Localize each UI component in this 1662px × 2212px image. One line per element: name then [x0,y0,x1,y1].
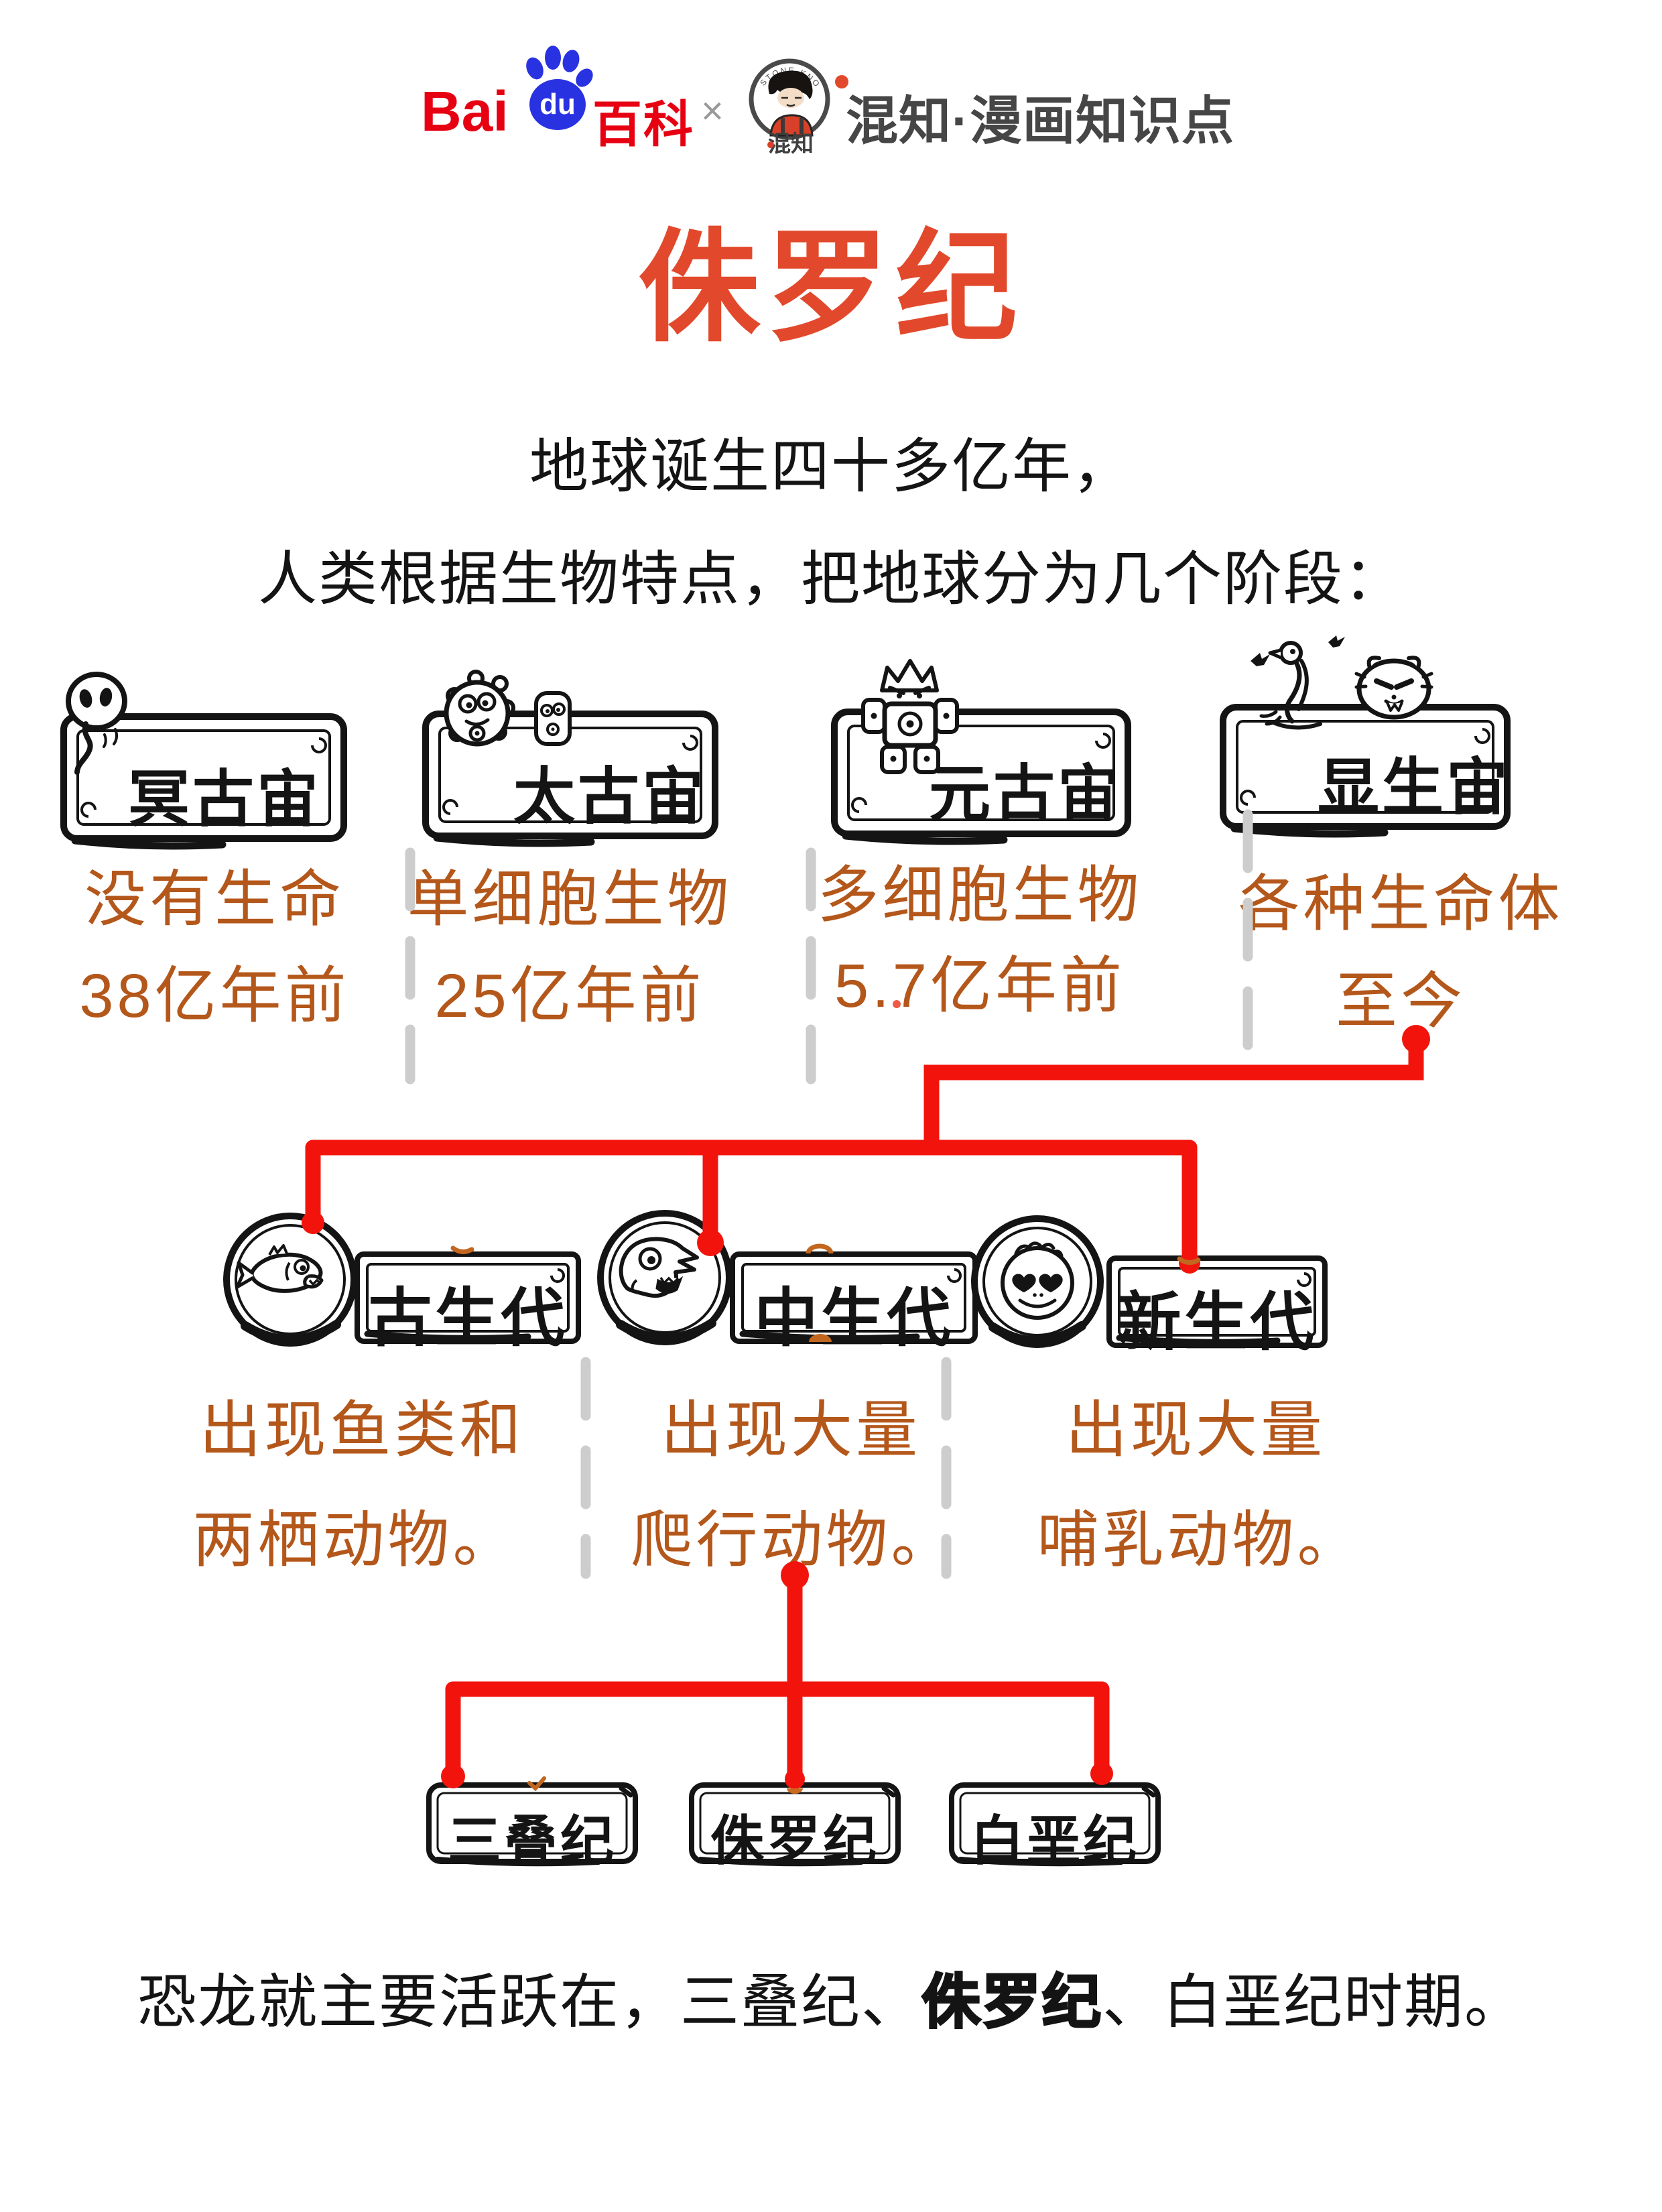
ghost-icon [66,672,127,775]
eon-plaque-hadean [60,713,347,850]
monkey-icon [1001,1241,1074,1320]
era-badge-mesozoic [597,1210,732,1345]
era-plaque-cenozoic [1106,1255,1328,1348]
footer-text-pre: 恐龙就主要活跃在，三叠纪、 [137,1969,921,2035]
column-dashes [405,809,1253,1579]
brand-title-text: 混知·漫画知识点 [846,91,1234,150]
hunzhi-wordmark: 混知 [768,131,814,157]
eon-caption-proterozoic-1: 多细胞生物 [817,861,1143,930]
era-label-mesozoic: 中生代 [754,1283,954,1354]
brand-red-dot [835,75,848,88]
period-box-jurassic [689,1782,901,1867]
hunzhi-avatar-badge: STONE KNOWS 混知 [742,49,830,157]
period-label-jurassic: 侏罗纪 [710,1811,879,1871]
orange-brush-marks [450,1243,1201,1794]
fish-icon [235,1244,324,1293]
single-cell-icon [444,670,572,747]
eon-caption-archean-2: 25亿年前 [434,962,705,1030]
intro-line-2: 人类根据生物特点，把地球分为几个阶段： [257,546,1404,612]
footer-text-highlight: 侏罗纪 [920,1968,1102,2036]
page-title: 侏罗纪 [638,219,1024,356]
red-connector-eons-to-eras [305,1032,1424,1268]
era-caption-mesozoic-1: 出现大量 [660,1396,921,1465]
era-caption-paleozoic-1: 出现鱼类和 [199,1396,525,1465]
era-label-cenozoic: 新生代 [1117,1287,1317,1358]
trex-icon [619,1237,699,1298]
period-label-triassic: 三叠纪 [448,1811,617,1871]
collab-x-separator: × [701,89,724,133]
era-badge-cenozoic [971,1215,1104,1348]
red-connector-era-to-periods [445,1569,1110,1786]
baidu-bai-text: Bai [421,80,509,143]
eon-label-archean: 太古宙 [513,763,706,831]
footer-sentence: 恐龙就主要活跃在，三叠纪、侏罗纪、白垩纪时期。 [0,1955,1662,2040]
period-box-cretaceous [949,1782,1161,1867]
era-label-paleozoic: 古生代 [368,1283,568,1354]
eon-label-phanerozoic: 显生宙 [1317,753,1511,822]
animals-icon [1251,635,1433,730]
eon-caption-hadean-2: 38亿年前 [79,962,350,1030]
baidu-paw-icon: du [526,46,593,130]
baidu-baike-text: 百科 [592,97,694,152]
eon-label-hadean: 冥古宙 [127,765,321,834]
intro-line-1: 地球诞生四十多亿年， [529,433,1133,499]
header: Bai du 百科 × STONE KNOWS 混知 混知·漫画知识点 [0,0,1662,174]
era-caption-paleozoic-2: 两栖动物。 [192,1506,518,1575]
eon-caption-proterozoic-2: 5.7亿年前 [834,952,1125,1020]
era-caption-cenozoic-2: 哺乳动物。 [1037,1506,1362,1575]
eon-caption-hadean-1: 没有生命 [84,865,344,934]
era-caption-mesozoic-2: 爬行动物。 [631,1506,956,1575]
footer-text-post: 、白垩纪时期。 [1102,1969,1525,2035]
decimal-red-tick [893,1000,901,1008]
eon-caption-archean-1: 单细胞生物 [407,865,732,934]
multicell-icon [861,659,959,774]
eon-caption-phanerozoic-2: 至今 [1335,967,1466,1036]
period-box-triassic [426,1782,638,1867]
period-label-cretaceous: 白垩纪 [970,1811,1139,1871]
red-connector-endpoints-2 [441,1561,1113,1789]
era-plaque-paleozoic [355,1251,581,1344]
eon-caption-phanerozoic-1: 各种生命体 [1238,870,1563,938]
baidu-du-text: du [539,88,576,121]
eon-label-proterozoic: 元古宙 [928,760,1122,828]
red-connector-endpoints-1 [302,1025,1430,1274]
era-caption-cenozoic-1: 出现大量 [1065,1396,1326,1465]
era-badge-paleozoic [223,1213,357,1347]
